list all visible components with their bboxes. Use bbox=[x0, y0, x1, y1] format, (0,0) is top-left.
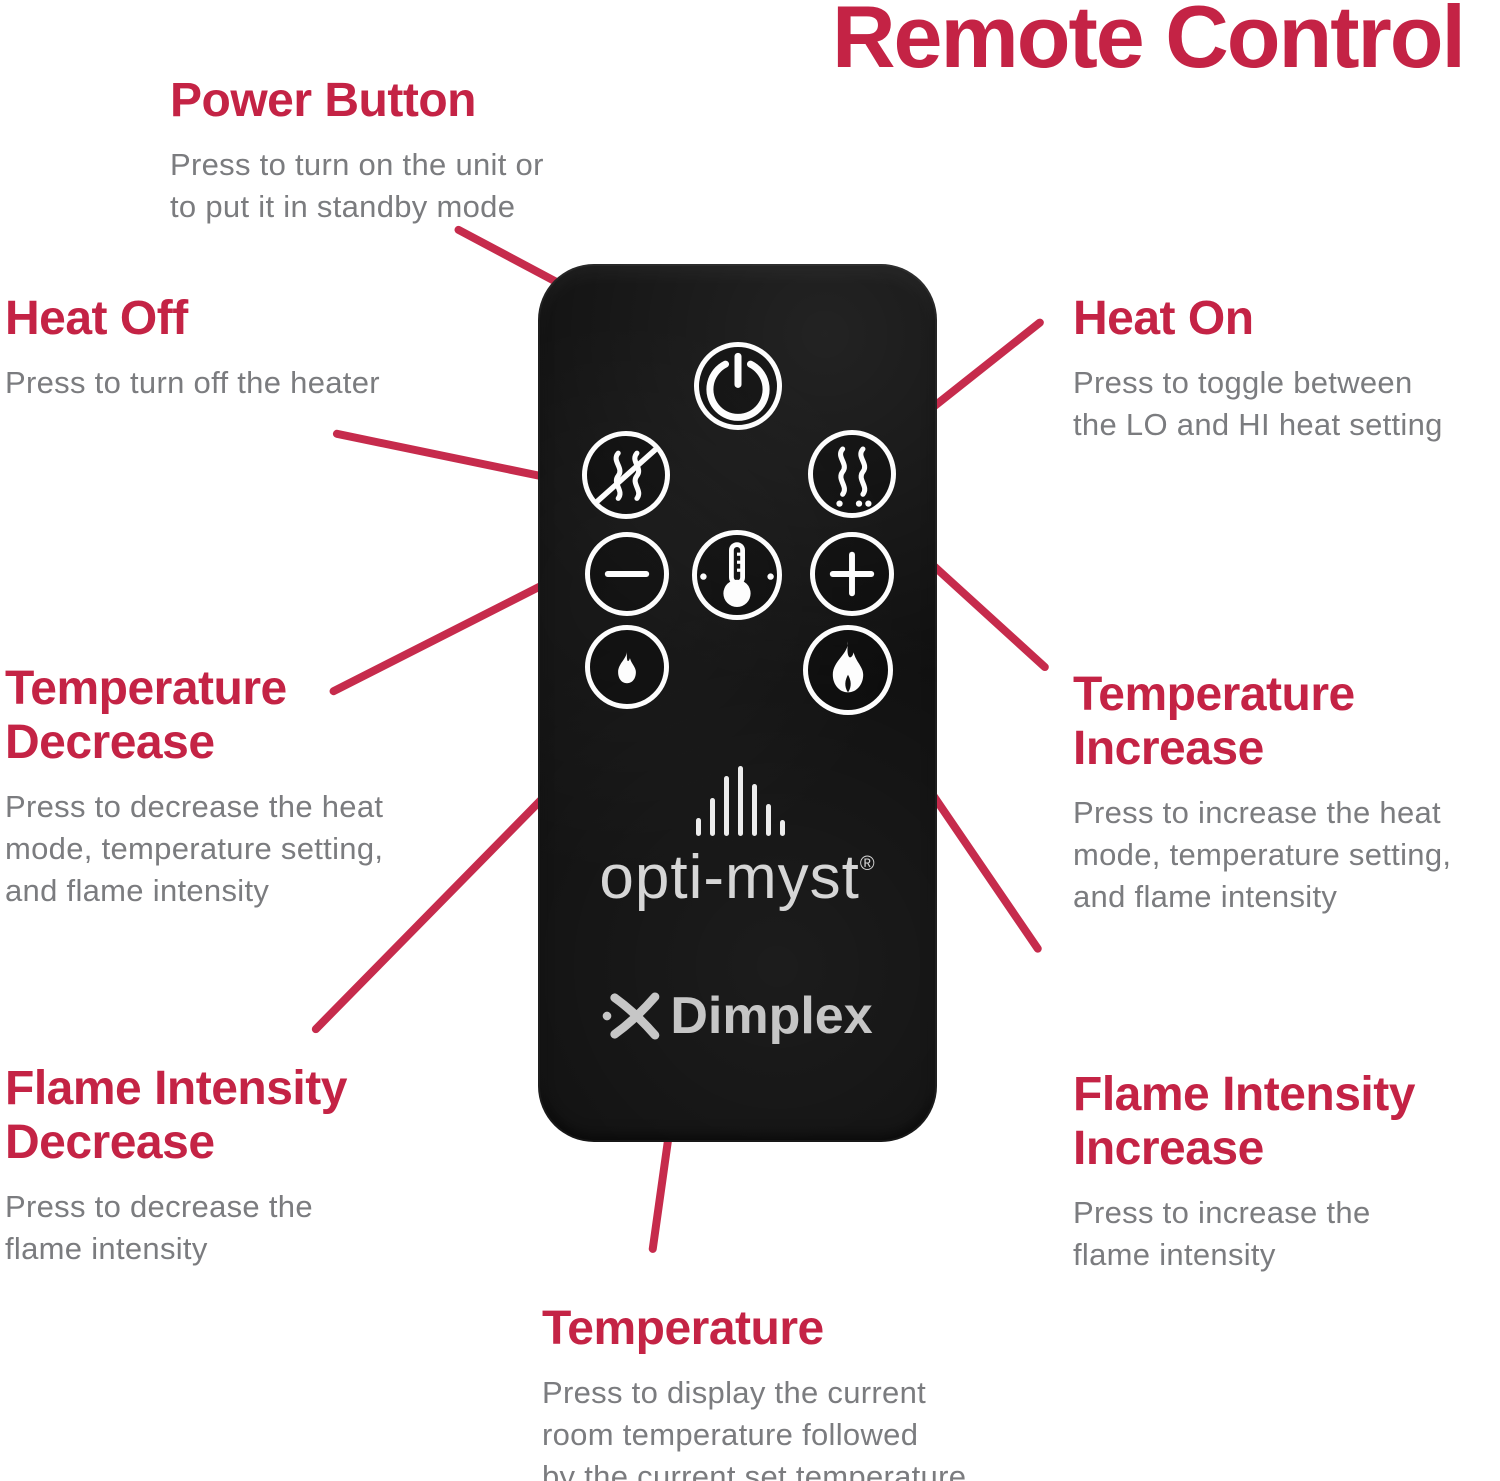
temperature-button bbox=[692, 530, 782, 620]
plus-icon bbox=[829, 551, 875, 597]
annotation-description: Press to turn off the heater bbox=[5, 365, 380, 400]
mist-flame-icon bbox=[696, 766, 785, 836]
heat-on-button bbox=[808, 430, 896, 518]
registered-mark: ® bbox=[859, 853, 876, 875]
annotation-heading: Temperature bbox=[542, 1302, 824, 1355]
annotation-heading: Flame Intensity Decrease bbox=[5, 1062, 347, 1169]
temperature-decrease-button bbox=[585, 532, 669, 616]
annotation-power-button: Power Button Press to turn on the unit o… bbox=[170, 74, 544, 228]
annotation-description: Press to display the current room temper… bbox=[542, 1375, 967, 1481]
connector-line-temp-increase bbox=[922, 555, 1051, 673]
annotation-heading: Heat Off bbox=[5, 292, 188, 345]
annotation-flame-intensity-increase: Flame Intensity Increase Press to increa… bbox=[1073, 1068, 1415, 1276]
minus-icon bbox=[604, 571, 650, 577]
annotation-heading: Temperature Increase bbox=[1073, 668, 1355, 775]
page-title: Remote Control bbox=[832, 0, 1466, 86]
annotation-description: Press to turn on the unit or to put it i… bbox=[170, 147, 544, 224]
annotation-heading: Power Button bbox=[170, 74, 476, 127]
remote-control: opti-myst® Dimplex bbox=[538, 264, 937, 1142]
power-icon bbox=[706, 352, 770, 421]
dimplex-logo: Dimplex bbox=[538, 986, 937, 1046]
connector-line-heat-off bbox=[332, 429, 566, 485]
heat-off-icon bbox=[594, 447, 658, 505]
annotation-heat-off: Heat Off Press to turn off the heater bbox=[5, 292, 380, 404]
annotation-description: Press to toggle between the LO and HI he… bbox=[1073, 365, 1443, 442]
dimplex-x-icon bbox=[603, 992, 660, 1040]
annotation-heading: Heat On bbox=[1073, 292, 1254, 345]
thermometer-icon bbox=[700, 542, 774, 607]
opti-myst-logo: opti-myst® bbox=[538, 842, 937, 913]
heat-on-icon bbox=[836, 446, 872, 507]
annotation-temperature-decrease: Temperature Decrease Press to decrease t… bbox=[5, 662, 383, 912]
flame-small-icon bbox=[618, 650, 636, 684]
annotation-description: Press to increase the heat mode, tempera… bbox=[1073, 795, 1452, 914]
annotation-heat-on: Heat On Press to toggle between the LO a… bbox=[1073, 292, 1443, 446]
annotation-heading: Flame Intensity Increase bbox=[1073, 1068, 1415, 1175]
heat-off-button bbox=[582, 431, 670, 519]
annotation-temperature-display: Temperature Press to display the current… bbox=[542, 1302, 966, 1481]
annotation-description: Press to decrease the flame intensity bbox=[5, 1189, 313, 1266]
annotation-temperature-increase: Temperature Increase Press to increase t… bbox=[1073, 668, 1451, 918]
annotation-description: Press to increase the flame intensity bbox=[1073, 1195, 1371, 1272]
opti-myst-logo-text: opti-myst bbox=[599, 843, 860, 912]
flame-large-icon bbox=[832, 641, 864, 693]
annotation-description: Press to decrease the heat mode, tempera… bbox=[5, 789, 384, 908]
dimplex-logo-text: Dimplex bbox=[670, 987, 873, 1045]
flame-decrease-button bbox=[585, 625, 669, 709]
power-button bbox=[694, 342, 782, 430]
temperature-increase-button bbox=[810, 532, 894, 616]
annotation-flame-intensity-decrease: Flame Intensity Decrease Press to decrea… bbox=[5, 1062, 347, 1270]
annotation-heading: Temperature Decrease bbox=[5, 662, 287, 769]
flame-increase-button bbox=[803, 625, 893, 715]
